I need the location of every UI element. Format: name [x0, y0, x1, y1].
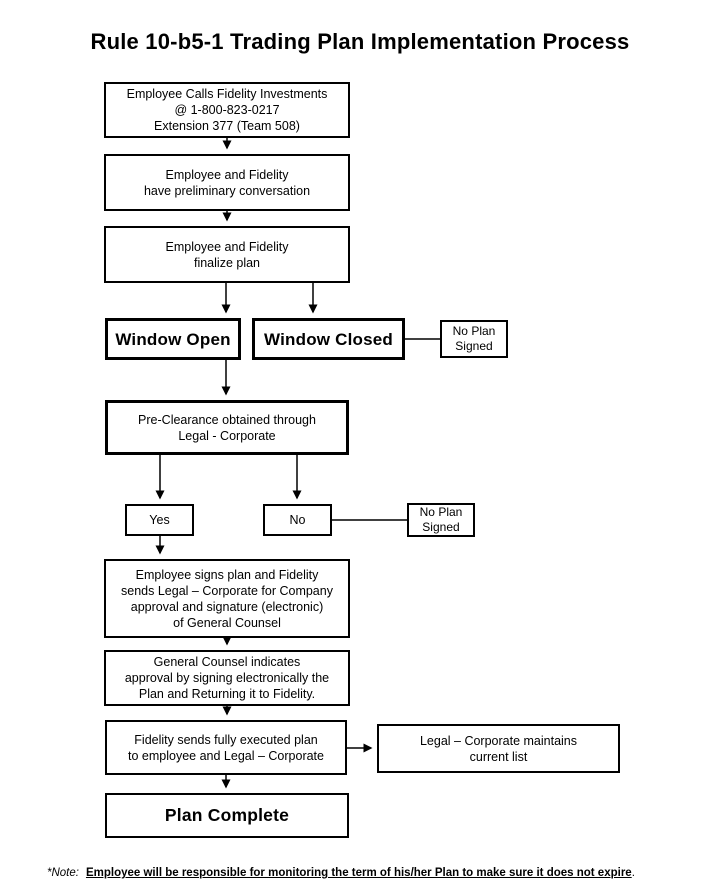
footnote-text: Employee will be responsible for monitor…	[85, 867, 632, 879]
node-general-counsel-approval: General Counsel indicates approval by si…	[104, 650, 350, 706]
node-employee-signs-plan: Employee signs plan and Fidelity sends L…	[104, 559, 350, 638]
node-window-closed: Window Closed	[252, 318, 405, 360]
footnote-prefix: *Note:	[47, 867, 79, 879]
node-preclearance: Pre-Clearance obtained through Legal - C…	[105, 400, 349, 455]
node-fidelity-sends-plan: Fidelity sends fully executed plan to em…	[105, 720, 347, 775]
node-finalize-plan: Employee and Fidelity finalize plan	[104, 226, 350, 283]
node-legal-corporate-maintains-list: Legal – Corporate maintains current list	[377, 724, 620, 773]
node-employee-calls-fidelity: Employee Calls Fidelity Investments @ 1-…	[104, 82, 350, 138]
node-yes: Yes	[125, 504, 194, 536]
node-window-open: Window Open	[105, 318, 241, 360]
node-no-plan-signed-top: No Plan Signed	[440, 320, 508, 358]
page-title: Rule 10-b5-1 Trading Plan Implementation…	[90, 29, 630, 54]
node-no-plan-signed-mid: No Plan Signed	[407, 503, 475, 537]
node-preliminary-conversation: Employee and Fidelity have preliminary c…	[104, 154, 350, 211]
footnote-period: .	[631, 867, 635, 879]
node-plan-complete: Plan Complete	[105, 793, 349, 838]
footnote: *Note: Employee will be responsible for m…	[47, 866, 707, 881]
node-no: No	[263, 504, 332, 536]
